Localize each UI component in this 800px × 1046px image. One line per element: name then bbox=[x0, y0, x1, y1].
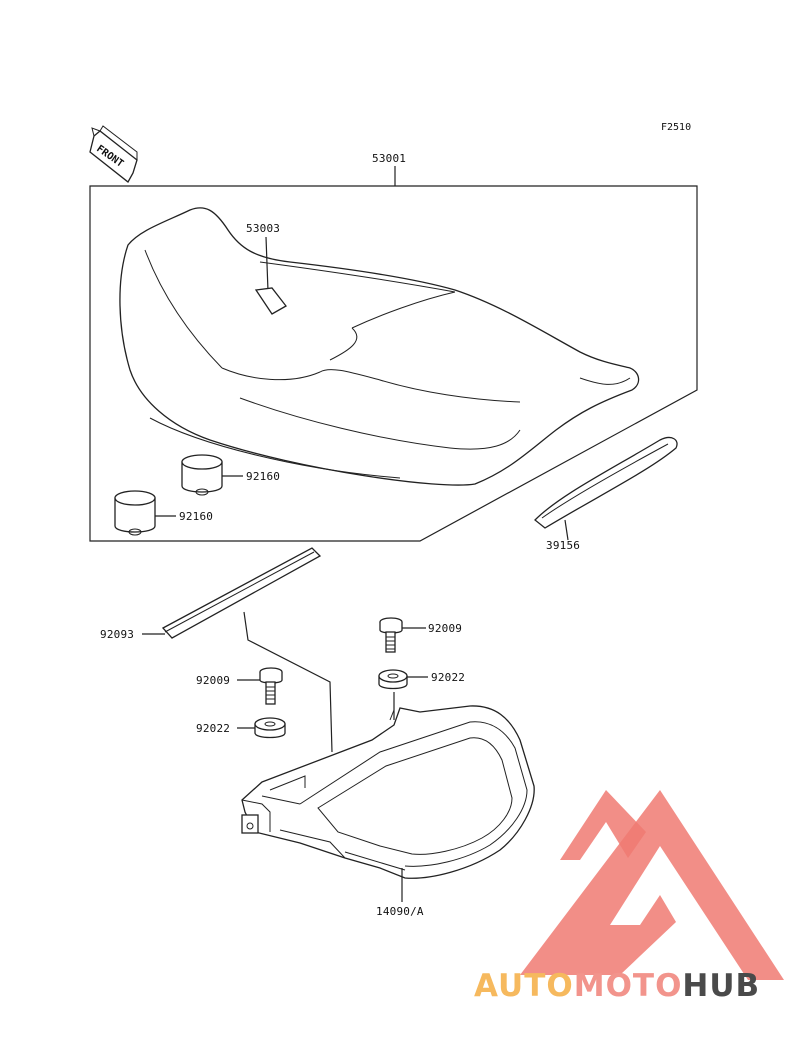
leader-53003 bbox=[265, 236, 269, 292]
brand-moto: MOTO bbox=[574, 968, 683, 1004]
label-92022-right: 92022 bbox=[431, 671, 465, 684]
washer-left bbox=[254, 717, 286, 739]
seat bbox=[119, 207, 640, 486]
seat-base bbox=[241, 705, 535, 879]
figure-code: F2510 bbox=[661, 122, 691, 133]
bolt-left bbox=[259, 667, 283, 705]
assembly-outline bbox=[89, 185, 698, 542]
washer-right bbox=[378, 669, 408, 690]
seat-strap bbox=[254, 287, 287, 315]
svg-text:AUTOMOTOHUB: AUTOMOTOHUB bbox=[474, 968, 760, 1004]
label-92093: 92093 bbox=[100, 628, 134, 641]
label-14090: 14090/A bbox=[376, 905, 424, 918]
label-92022-left: 92022 bbox=[196, 722, 230, 735]
brand-logo bbox=[520, 790, 784, 980]
label-92009-left: 92009 bbox=[196, 674, 230, 687]
label-53003: 53003 bbox=[246, 222, 280, 235]
bolt-right bbox=[379, 617, 403, 653]
label-92160-lower: 92160 bbox=[179, 510, 213, 523]
label-39156: 39156 bbox=[546, 539, 580, 552]
brand-hub: HUB bbox=[682, 968, 760, 1004]
leader-39156 bbox=[564, 519, 569, 541]
label-92160-upper: 92160 bbox=[246, 470, 280, 483]
side-trim bbox=[534, 436, 678, 529]
leader-92093-base bbox=[243, 611, 333, 753]
brand-auto: AUTO bbox=[474, 968, 574, 1004]
damper-upper bbox=[181, 454, 223, 496]
seal-strip bbox=[161, 547, 322, 639]
label-92009-right: 92009 bbox=[428, 622, 462, 635]
label-53001: 53001 bbox=[372, 152, 406, 165]
damper-lower bbox=[114, 490, 156, 536]
front-arrow-icon: FRONT bbox=[89, 125, 138, 183]
